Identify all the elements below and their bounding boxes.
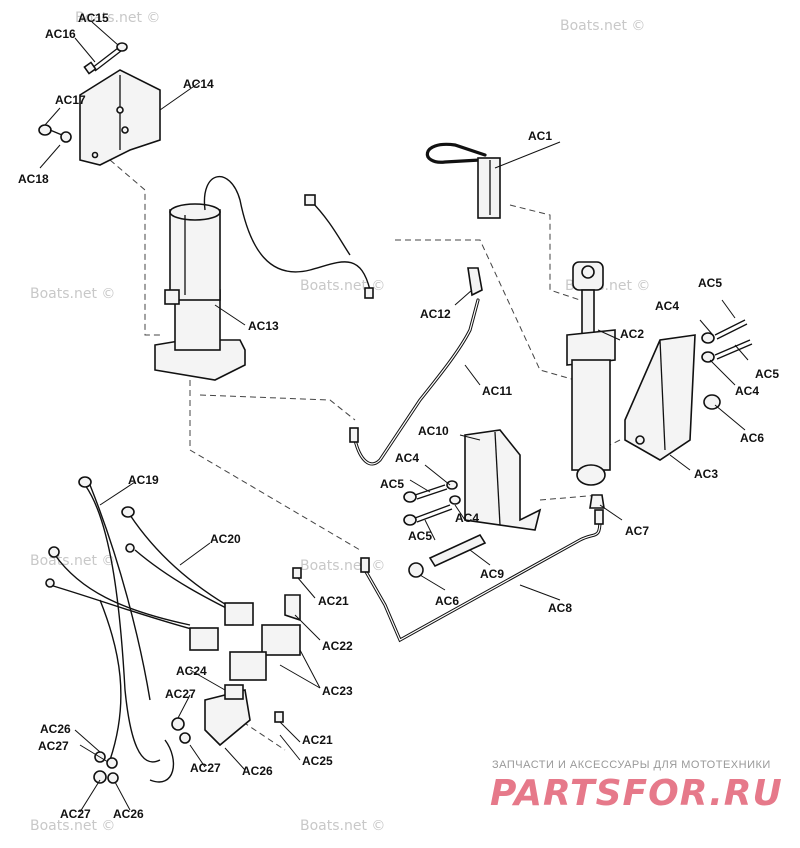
label-ac27: AC27 <box>60 807 91 821</box>
label-ac8: AC8 <box>548 601 572 615</box>
label-ac23: AC23 <box>322 684 353 698</box>
leader-lines <box>39 21 749 813</box>
label-ac27: AC27 <box>38 739 69 753</box>
label-ac1: AC1 <box>528 129 552 143</box>
label-ac11: AC11 <box>482 384 512 398</box>
watermark: Boats.net © <box>30 286 115 302</box>
pin-ac1 <box>425 142 501 219</box>
label-ac2: AC2 <box>620 327 644 341</box>
label-ac12: AC12 <box>420 307 451 321</box>
label-ac14: AC14 <box>183 77 214 91</box>
label-ac6: AC6 <box>435 594 459 608</box>
pin-ac9 <box>408 533 487 578</box>
bracket-ac14 <box>79 69 161 166</box>
label-ac4: AC4 <box>655 299 679 313</box>
label-ac16: AC16 <box>45 27 76 41</box>
label-ac5: AC5 <box>698 276 722 290</box>
watermark: Boats.net © <box>30 553 115 569</box>
watermark: Boats.net © <box>300 278 385 294</box>
label-ac5: AC5 <box>380 477 404 491</box>
label-ac21: AC21 <box>302 733 333 747</box>
label-ac10: AC10 <box>418 424 449 438</box>
label-ac5: AC5 <box>755 367 779 381</box>
label-ac6: AC6 <box>740 431 764 445</box>
brand-tagline: ЗАПЧАСТИ И АКСЕССУАРЫ ДЛЯ МОТОТЕХНИКИ <box>492 759 771 771</box>
label-ac15: AC15 <box>78 11 109 25</box>
label-ac18: AC18 <box>18 172 49 186</box>
nuts-ac26 <box>93 751 119 784</box>
label-ac5: AC5 <box>408 529 432 543</box>
label-ac9: AC9 <box>480 567 504 581</box>
bracket-ac10 <box>464 429 542 531</box>
pump-motor-ac13 <box>154 175 374 381</box>
label-ac13: AC13 <box>248 319 279 333</box>
tube-ac8 <box>360 494 605 643</box>
part-labels: AC1 AC2 AC3 AC4 AC4 AC4 AC4 AC5 AC5 AC5 … <box>18 11 779 821</box>
bracket-ac3 <box>624 334 696 461</box>
bolt-ac16 <box>83 42 128 75</box>
cylinder-ac2 <box>566 261 616 486</box>
label-ac26: AC26 <box>242 764 273 778</box>
label-ac22: AC22 <box>322 639 353 653</box>
label-ac19: AC19 <box>128 473 159 487</box>
bolt-ac17 <box>38 124 72 143</box>
label-ac3: AC3 <box>694 467 718 481</box>
watermark: Boats.net © <box>560 18 645 34</box>
label-ac21: AC21 <box>318 594 349 608</box>
tube-ac11 <box>349 267 483 466</box>
label-ac26: AC26 <box>113 807 144 821</box>
label-ac24: AC24 <box>176 664 207 678</box>
watermark: Boats.net © <box>300 558 385 574</box>
label-ac4: AC4 <box>455 511 479 525</box>
bolts-ac5-mid <box>403 480 461 526</box>
label-ac26: AC26 <box>40 722 71 736</box>
label-ac7: AC7 <box>625 524 649 538</box>
brand-watermark: ЗАПЧАСТИ И АКСЕССУАРЫ ДЛЯ МОТОТЕХНИКИ PA… <box>490 759 783 814</box>
label-ac4: AC4 <box>735 384 759 398</box>
label-ac17: AC17 <box>55 93 86 107</box>
watermark: Boats.net © <box>75 10 160 26</box>
label-ac20: AC20 <box>210 532 241 546</box>
watermark: Boats.net © <box>30 818 115 834</box>
solenoids <box>171 567 302 747</box>
wiring-harness <box>45 476 254 783</box>
label-ac27: AC27 <box>165 687 196 701</box>
label-ac4: AC4 <box>395 451 419 465</box>
label-ac27: AC27 <box>190 761 221 775</box>
watermark: Boats.net © <box>300 818 385 834</box>
label-ac25: AC25 <box>302 754 333 768</box>
brand-logo: PARTSFOR.RU <box>490 773 783 814</box>
watermarks: Boats.net © Boats.net © Boats.net © Boat… <box>30 10 650 834</box>
